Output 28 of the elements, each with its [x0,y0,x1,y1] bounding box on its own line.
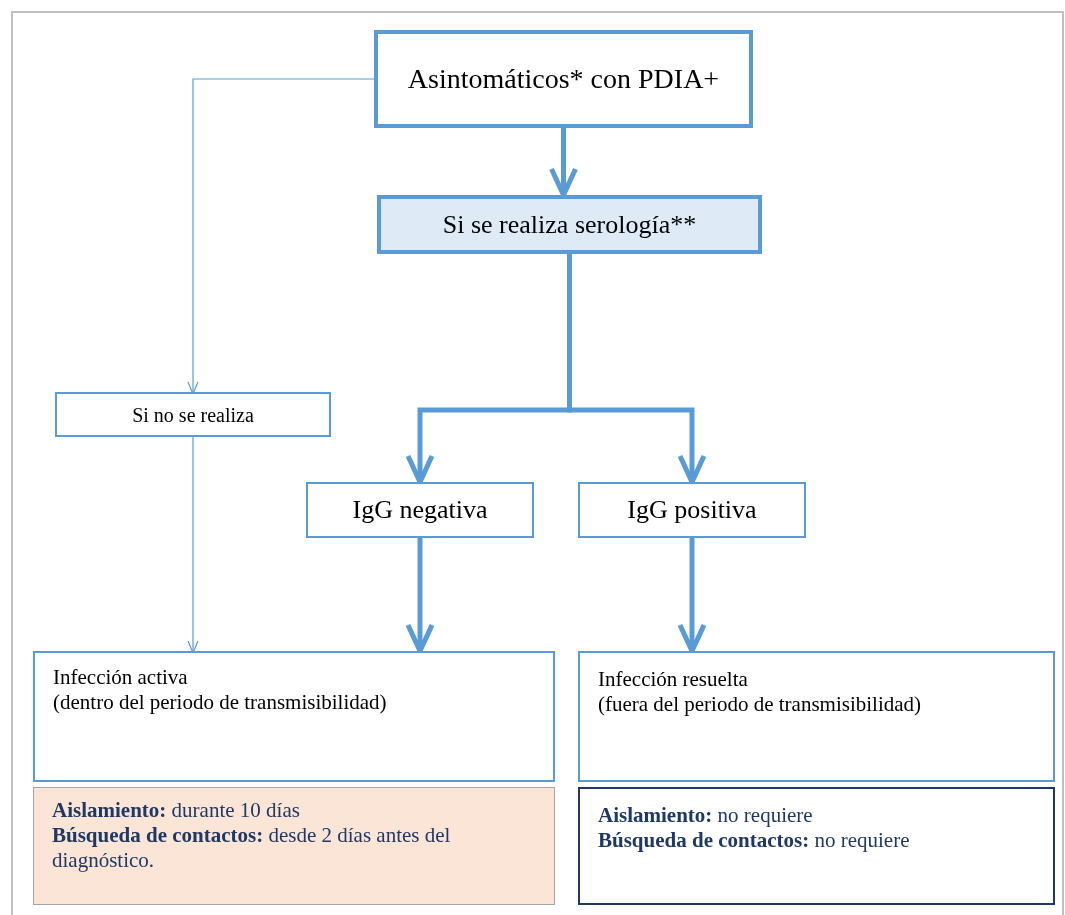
action-box [578,787,1055,905]
outcome-box [578,651,1055,782]
arrow [187,78,375,395]
box-text: Búsqueda de contactos: desde 2 días antes del diagnóstico. [52,823,452,874]
arrow [549,128,578,198]
box-text: Si se realiza serología** [441,208,698,241]
box-text: Infección activa [53,665,189,691]
arrow [567,254,707,485]
arrow [405,538,435,654]
result-box [578,482,806,538]
outcome-box [33,651,555,782]
box-text: (fuera del periodo de transmisibilidad) [598,692,923,718]
result-box [306,482,534,538]
process-box [377,195,762,254]
box-text: Asintomáticos* con PDIA+ [406,62,721,96]
arrow [187,436,199,654]
box-text: Búsqueda de contactos: no requiere [598,828,911,854]
box-text: Si no se realiza [131,402,255,427]
box-text: Infección resuelta [598,667,749,693]
box-text: Aislamiento: durante 10 días [52,798,301,824]
action-box [33,787,555,905]
box-text: IgG positiva [626,494,758,526]
process-box [55,392,331,437]
box-text: Aislamiento: no requiere [598,803,814,829]
box-text: (dentro del periodo de transmisibilidad) [53,690,388,716]
process-box [374,30,753,128]
box-text: IgG negativa [351,494,489,526]
arrow [677,538,707,654]
